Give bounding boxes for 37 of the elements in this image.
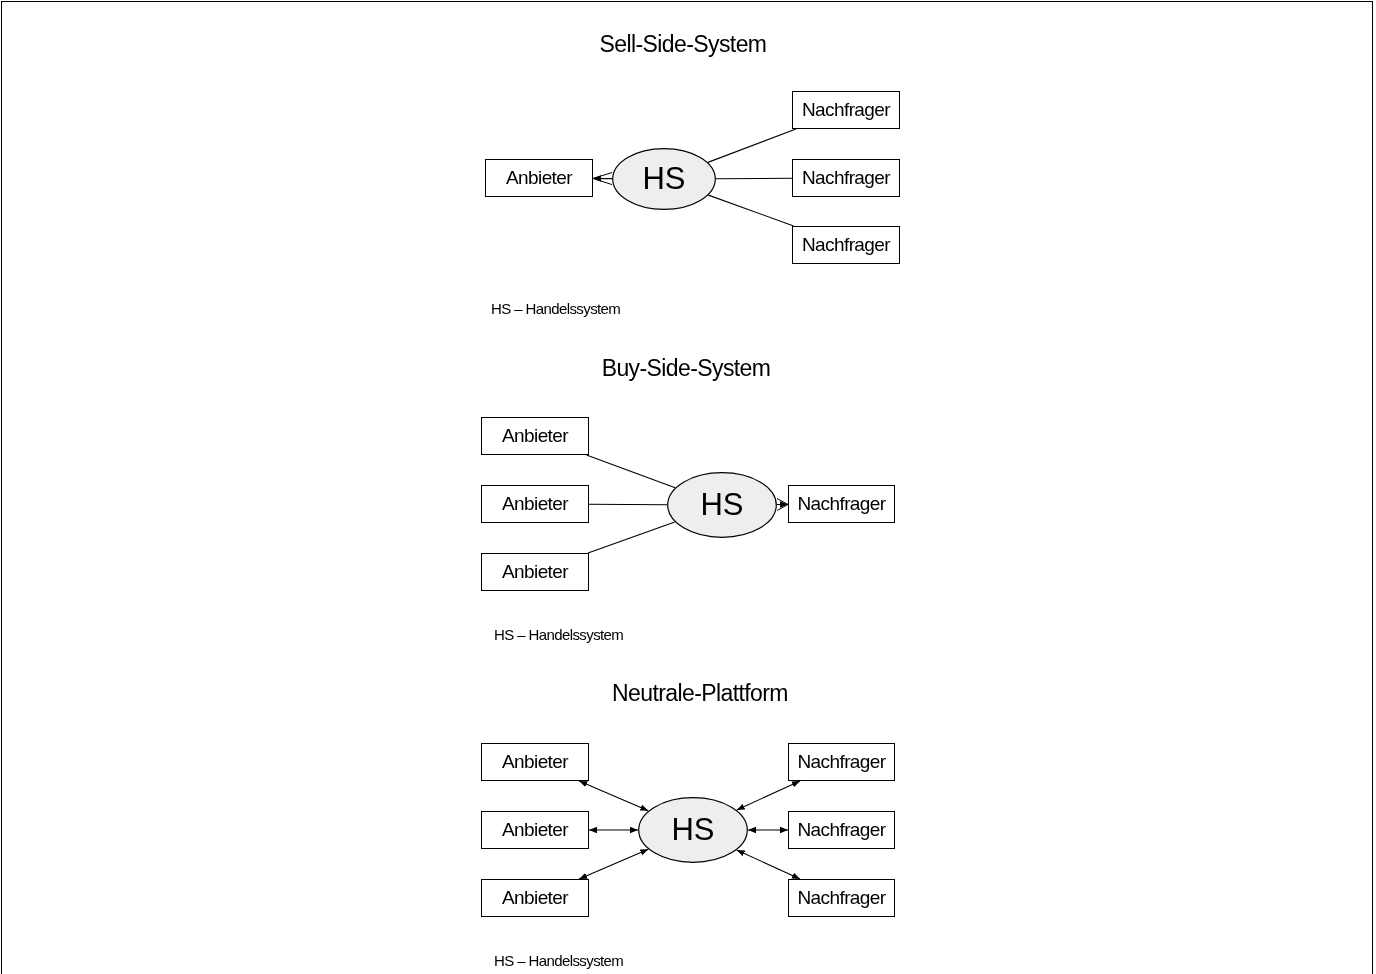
connector-line bbox=[578, 848, 649, 880]
section-heading: Sell-Side-System bbox=[599, 31, 767, 58]
connector-line bbox=[776, 501, 789, 508]
connector-line bbox=[592, 175, 613, 182]
process-box: Nachfrager bbox=[788, 743, 895, 781]
process-box: Nachfrager bbox=[788, 811, 895, 849]
process-box: Anbieter bbox=[481, 811, 589, 849]
process-box: Nachfrager bbox=[788, 485, 895, 523]
process-box: Anbieter bbox=[485, 159, 593, 197]
connector-line bbox=[736, 849, 801, 880]
connector-line bbox=[707, 128, 797, 163]
ellipse-node: HS bbox=[638, 797, 748, 863]
process-box: Nachfrager bbox=[792, 226, 900, 264]
connector-line bbox=[736, 780, 801, 811]
abbreviation-note: HS – Handelssystem bbox=[494, 952, 624, 969]
abbreviation-note: HS – Handelssystem bbox=[494, 626, 624, 643]
ellipse-node: HS bbox=[667, 472, 777, 538]
process-box: Anbieter bbox=[481, 553, 589, 591]
connector-line bbox=[588, 503, 668, 506]
connector-line bbox=[585, 454, 676, 489]
process-box: Nachfrager bbox=[788, 879, 895, 917]
section-heading: Neutrale-Plattform bbox=[612, 680, 788, 707]
connector-line bbox=[588, 826, 639, 834]
process-box: Nachfrager bbox=[792, 91, 900, 129]
process-box: Anbieter bbox=[481, 743, 589, 781]
abbreviation-note: HS – Handelssystem bbox=[491, 300, 621, 317]
connector-line bbox=[707, 194, 795, 227]
connector-line bbox=[587, 521, 676, 554]
ellipse-node: HS bbox=[612, 148, 716, 210]
process-box: Anbieter bbox=[481, 417, 589, 455]
connector-line bbox=[747, 826, 789, 834]
process-box: Nachfrager bbox=[792, 159, 900, 197]
process-box: Anbieter bbox=[481, 879, 589, 917]
connector-line bbox=[715, 177, 793, 180]
process-box: Anbieter bbox=[481, 485, 589, 523]
connector-line bbox=[578, 780, 649, 812]
section-heading: Buy-Side-System bbox=[601, 355, 771, 382]
